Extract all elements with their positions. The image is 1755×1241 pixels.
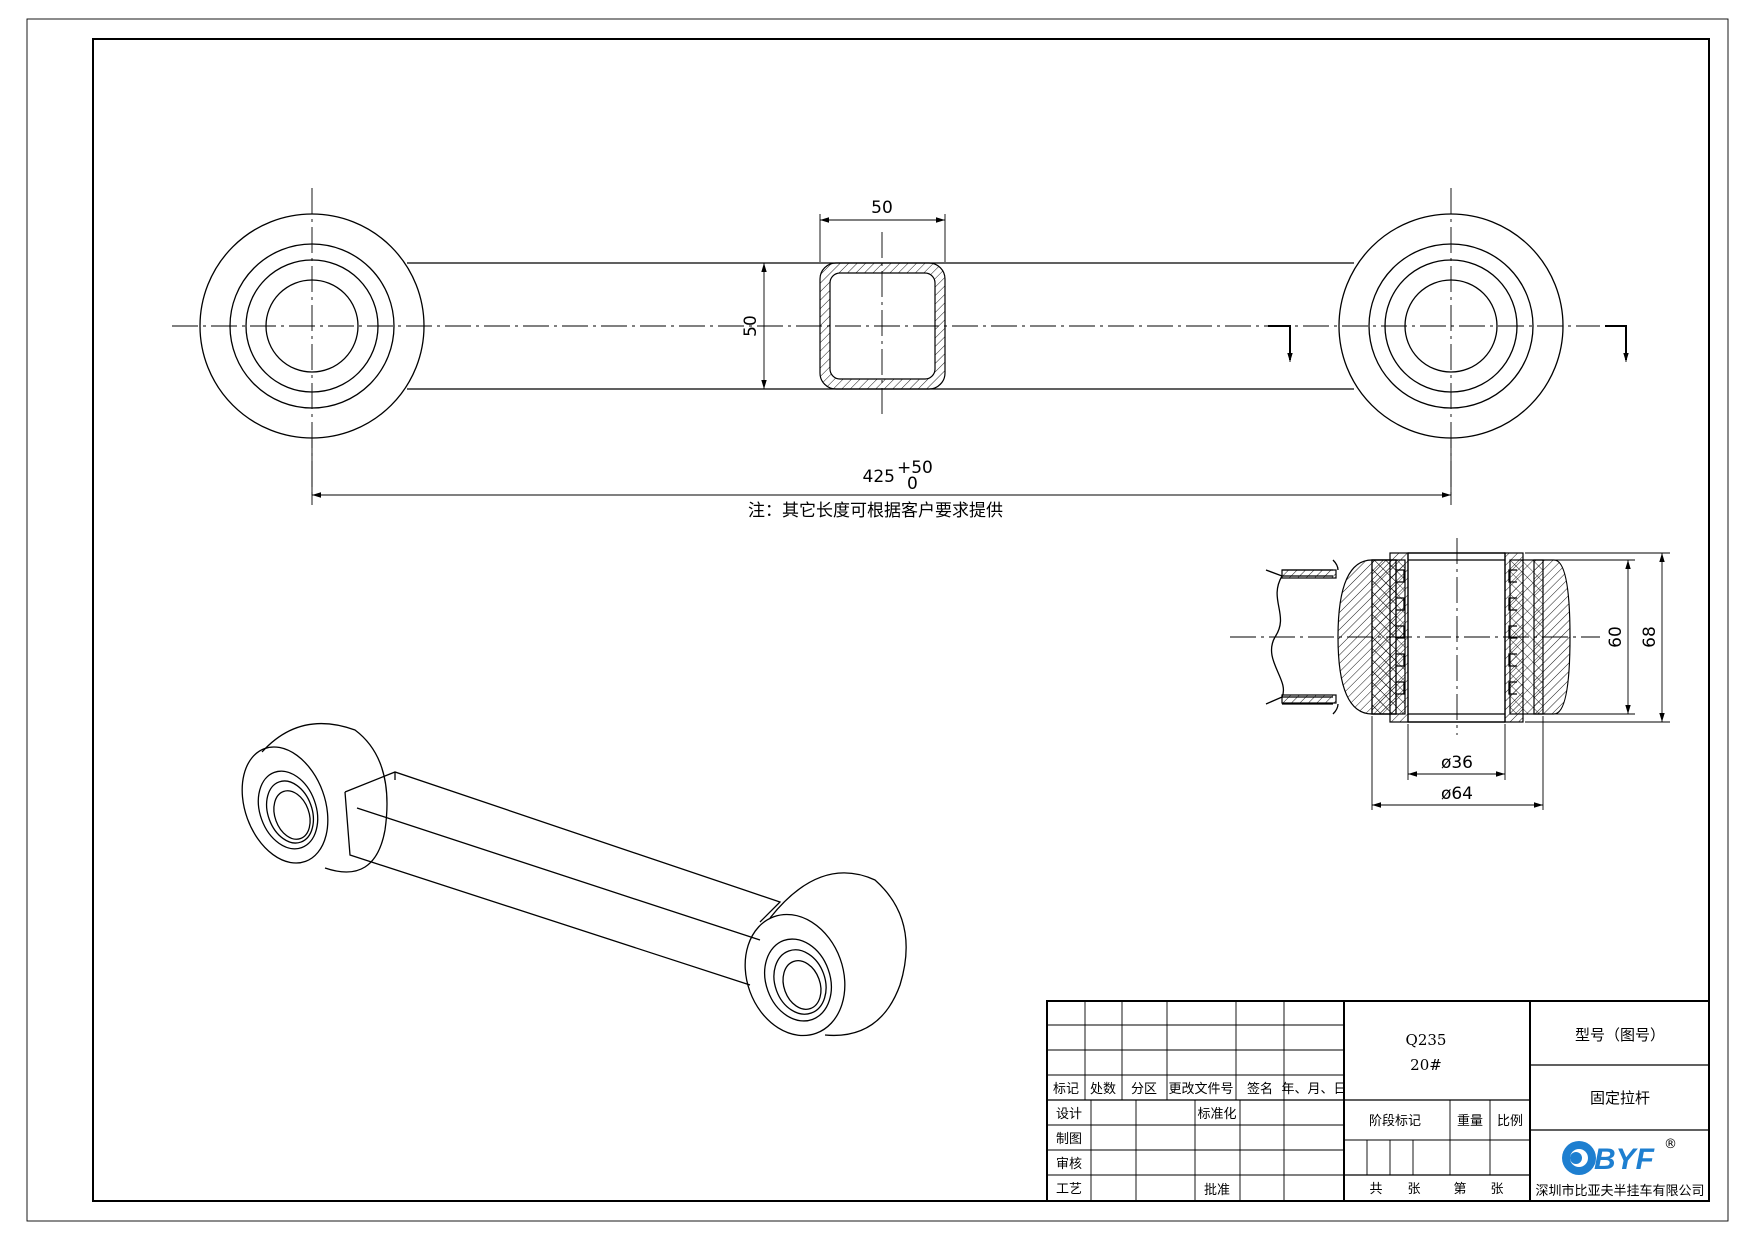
rev-header-count: 处数 [1090,1082,1116,1097]
rev-header-date: 年、月、日 [1281,1082,1346,1097]
sheets-unit-2: 张 [1490,1182,1503,1197]
sheets-total-label: 共 [1369,1182,1382,1197]
dim-tube-width: 50 [871,198,893,218]
part-name: 固定拉杆 [1590,1089,1650,1107]
rev-header-zone: 分区 [1131,1082,1157,1097]
dim-length-tol-upper: +50 [897,458,933,478]
dim-bushing-outer-height: 68 [1640,626,1660,648]
scale-label: 比例 [1497,1114,1523,1129]
logo-text: BYF [1594,1143,1655,1176]
rev-header-sign: 签名 [1247,1081,1273,1097]
rev-header-mark: 标记 [1053,1082,1079,1097]
approval-label: 批准 [1204,1183,1230,1198]
sheets-unit-1: 张 [1407,1182,1420,1197]
material-primary: Q235 [1406,1031,1447,1049]
section-dimensions [1371,552,1670,810]
logo-registered-mark: ® [1664,1137,1677,1152]
weight-label: 重量 [1457,1113,1483,1129]
drawing-frame [92,38,1710,1202]
model-no-label: 型号（图号） [1575,1026,1665,1044]
dim-bushing-inner-height: 60 [1606,626,1626,648]
dim-bushing-inner-dia: ø36 [1441,753,1473,773]
company-name: 深圳市比亚夫半挂车有限公司 [1535,1183,1704,1199]
outer-border [26,18,1729,1222]
rev-header-doc: 更改文件号 [1168,1082,1233,1097]
dim-tube-height: 50 [741,315,761,337]
sheet-no-label: 第 [1453,1182,1466,1197]
role-process: 工艺 [1056,1182,1082,1197]
role-design: 设计 [1056,1107,1082,1122]
dim-length-base: 425 [863,467,895,487]
standardization-label: 标准化 [1197,1107,1236,1122]
top-dimensions [311,214,1452,505]
material-secondary: 20# [1410,1056,1442,1074]
title-block [1046,1000,1710,1202]
note-text: 注：其它长度可根据客户要求提供 [748,501,1003,521]
role-drafting: 制图 [1056,1132,1082,1147]
dim-length-tol-lower: 0 [907,474,918,494]
stage-mark-label: 阶段标记 [1369,1114,1421,1129]
company-logo [1562,1141,1596,1175]
dim-bushing-outer-dia: ø64 [1441,784,1473,804]
isometric-view [241,723,907,1037]
role-review: 审核 [1056,1157,1082,1172]
section-view [1230,538,1600,735]
top-view [172,188,1629,500]
